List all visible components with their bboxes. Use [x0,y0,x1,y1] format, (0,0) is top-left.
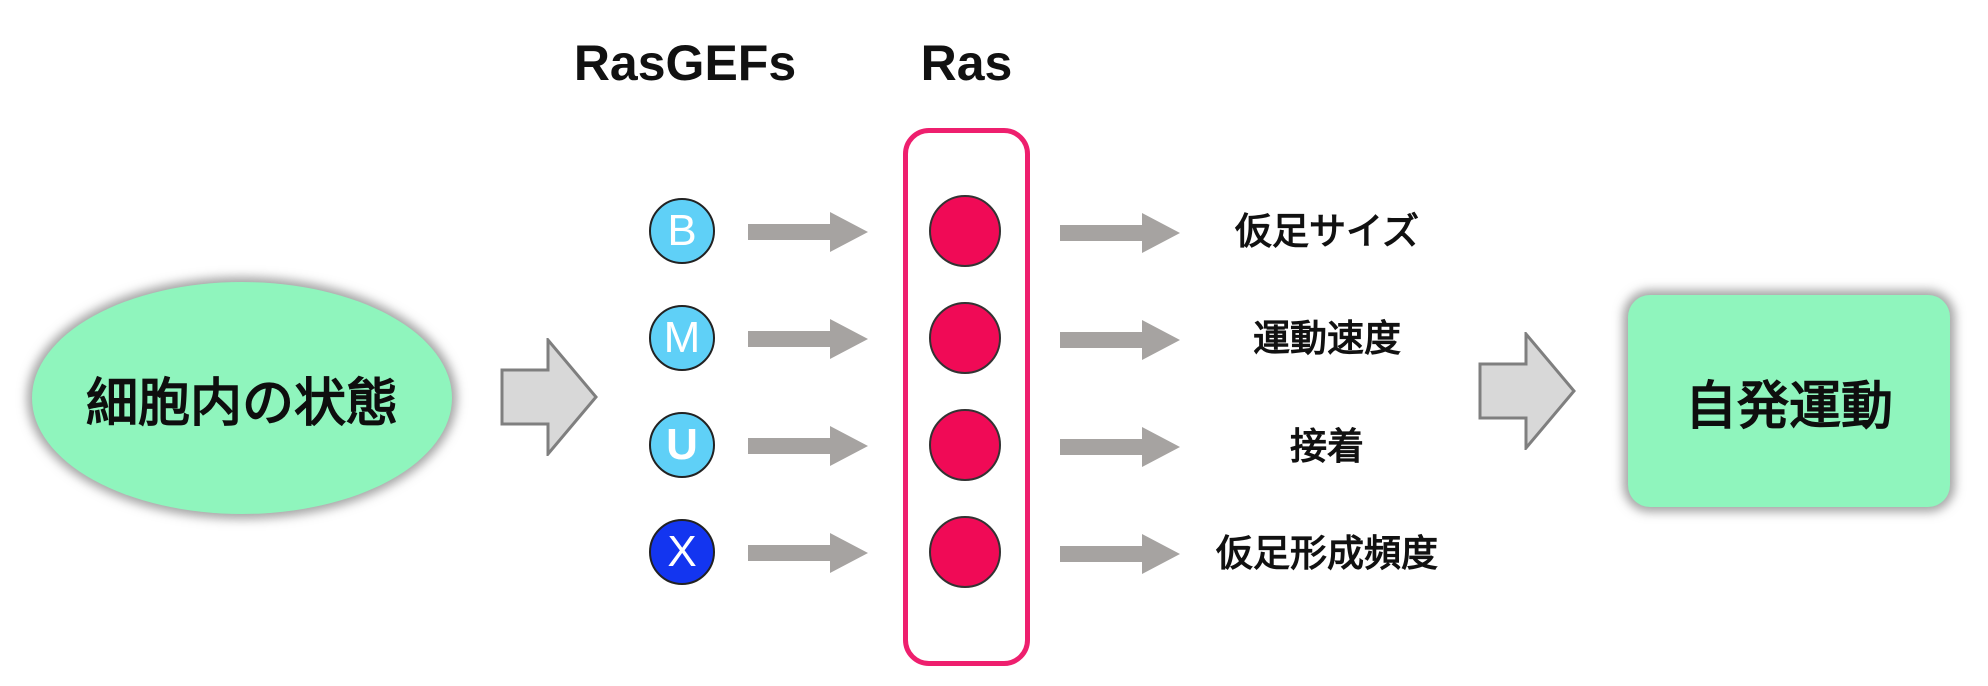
gef-label-b: B [667,206,697,255]
cell-state-label: 細胞内の状態 [85,373,398,434]
ras-dot [929,195,1001,267]
gef-circle-b: B [649,198,715,264]
gef-to-ras-arrow-icon [748,533,868,573]
ras-dot [929,302,1001,374]
ras-header: Ras [920,35,1013,91]
output-pseudopod-frequency: 仮足形成頻度 [1216,532,1438,575]
gef-label-m: M [663,313,701,362]
ras-frame [903,128,1030,666]
ras-to-output-arrow-icon [1060,320,1180,360]
output-block-arrow-icon [1478,332,1576,450]
output-pseudopod-size: 仮足サイズ [1235,210,1419,253]
gef-label-x: X [667,527,697,576]
gef-to-ras-arrow-icon [748,212,868,252]
ras-to-output-arrow-icon [1060,534,1180,574]
output-motility-speed: 運動速度 [1253,317,1401,360]
gef-to-ras-arrow-icon [748,319,868,359]
gef-circle-u: U [649,412,715,478]
input-block-arrow-icon [500,338,598,456]
ras-to-output-arrow-icon [1060,427,1180,467]
gef-label-u: U [666,420,698,469]
gef-circle-m: M [649,305,715,371]
ras-dot [929,516,1001,588]
ras-dot [929,409,1001,481]
cell-state-oval: 細胞内の状態 [32,282,452,514]
output-adhesion: 接着 [1290,425,1364,468]
rasgefs-header: RasGEFs [573,35,797,91]
spontaneous-motility-box: 自発運動 [1628,295,1950,507]
gef-circle-x: X [649,519,715,585]
spontaneous-motility-label: 自発運動 [1684,376,1893,437]
gef-to-ras-arrow-icon [748,426,868,466]
ras-to-output-arrow-icon [1060,213,1180,253]
